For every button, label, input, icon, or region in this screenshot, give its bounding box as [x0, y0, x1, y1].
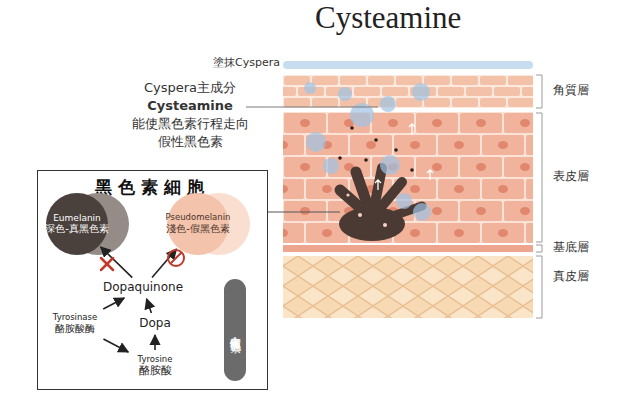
drop: [380, 96, 396, 112]
flow-arrow: [152, 249, 176, 277]
layer-label: 基底層: [553, 241, 613, 255]
cream-label: 塗抹Cyspera: [190, 57, 280, 70]
pathway-pill-text: 走向假性黑色素: [229, 327, 242, 334]
dermis: [283, 256, 533, 318]
melanin-dot: [374, 138, 378, 142]
note-text: Cyspera主成分: [115, 81, 265, 96]
bracket: [536, 75, 542, 108]
drop: [306, 132, 326, 152]
leader-line: [268, 212, 340, 213]
drop: [323, 158, 339, 174]
cell-box: 黑色素細胞Eumelanin深色-真黑色素Pseudomelanin淺色-假黑色…: [37, 170, 268, 390]
main-circle: [46, 193, 108, 255]
compound-text-text: Tyrosine: [138, 355, 173, 365]
ingredient-name: Cysteamine: [115, 99, 265, 114]
eumelanin-circle-text: Eumelanin: [53, 213, 101, 223]
stratum-corneum: [283, 75, 533, 108]
main-circle: [167, 193, 229, 255]
pseudomelanin-circle-text: Pseudomelanin: [166, 213, 231, 223]
compound-text-text: 酪胺酸: [139, 365, 172, 378]
basal-layer: [283, 245, 533, 252]
eumelanin-circle-text: 深色-真黑色素: [45, 223, 109, 235]
enzyme-text-text: Tyrosinase: [53, 313, 97, 323]
epidermis: [283, 112, 533, 243]
cell-body: [339, 207, 405, 241]
note-text: 假性黑色素: [115, 135, 265, 150]
melanin-dot: [350, 126, 354, 130]
drop: [413, 203, 431, 221]
cysteamine-drops: [304, 82, 431, 221]
eumelanin-circle: Eumelanin深色-真黑色素: [46, 193, 108, 255]
compound-text-text: Dopaquinone: [103, 281, 183, 295]
flow-arrow: [103, 339, 128, 352]
up-arrow: [409, 124, 415, 135]
layer-label: 真皮層: [553, 270, 613, 284]
layer-label: 角質層: [553, 84, 613, 98]
melanin-dot: [410, 168, 414, 172]
compound-text-text: Dopa: [139, 317, 171, 331]
drop: [380, 155, 400, 175]
melanin-dot: [358, 213, 362, 217]
melanocyte: [338, 126, 422, 241]
bracket: [536, 113, 542, 242]
pathway-pill: 走向假性黑色素: [224, 279, 246, 381]
flow-arrow: [103, 298, 124, 309]
flow-arrow: [154, 335, 156, 350]
compound-text: Tyrosine酪胺酸: [130, 352, 180, 380]
pseudomelanin-circle-text: 淺色-假黑色素: [166, 223, 230, 235]
enzyme-text: Tyrosinase酪胺酸酶: [46, 310, 104, 338]
diagram-title: Cysteamine: [315, 0, 461, 36]
drop: [304, 82, 316, 94]
enzyme-text-text: 酪胺酸酶: [55, 323, 95, 335]
flow-arrow: [147, 299, 152, 313]
cream-layer: [283, 61, 533, 69]
up-arrow: [375, 180, 381, 190]
up-arrow: [427, 170, 433, 180]
drop: [412, 83, 430, 101]
pseudomelanin-circle: Pseudomelanin淺色-假黑色素: [167, 193, 229, 255]
compound-text: Dopa: [136, 315, 174, 333]
compound-text: Dopaquinone: [98, 279, 188, 297]
bracket: [536, 256, 542, 318]
upward-arrows: [375, 124, 433, 190]
leader-line: [246, 107, 378, 108]
melanin-dot: [338, 156, 342, 160]
melanin-dot: [364, 158, 368, 162]
flow-arrow: [101, 247, 133, 278]
drop: [338, 87, 352, 101]
melanin-dot: [346, 193, 349, 196]
layer-label: 表皮層: [553, 170, 613, 184]
melanin-dot: [394, 148, 398, 152]
bracket: [536, 245, 542, 252]
melanin-dot: [383, 223, 387, 227]
note-text: 能使黑色素行程走向: [115, 117, 265, 132]
drop: [396, 193, 412, 209]
layer-brackets: [536, 75, 542, 318]
